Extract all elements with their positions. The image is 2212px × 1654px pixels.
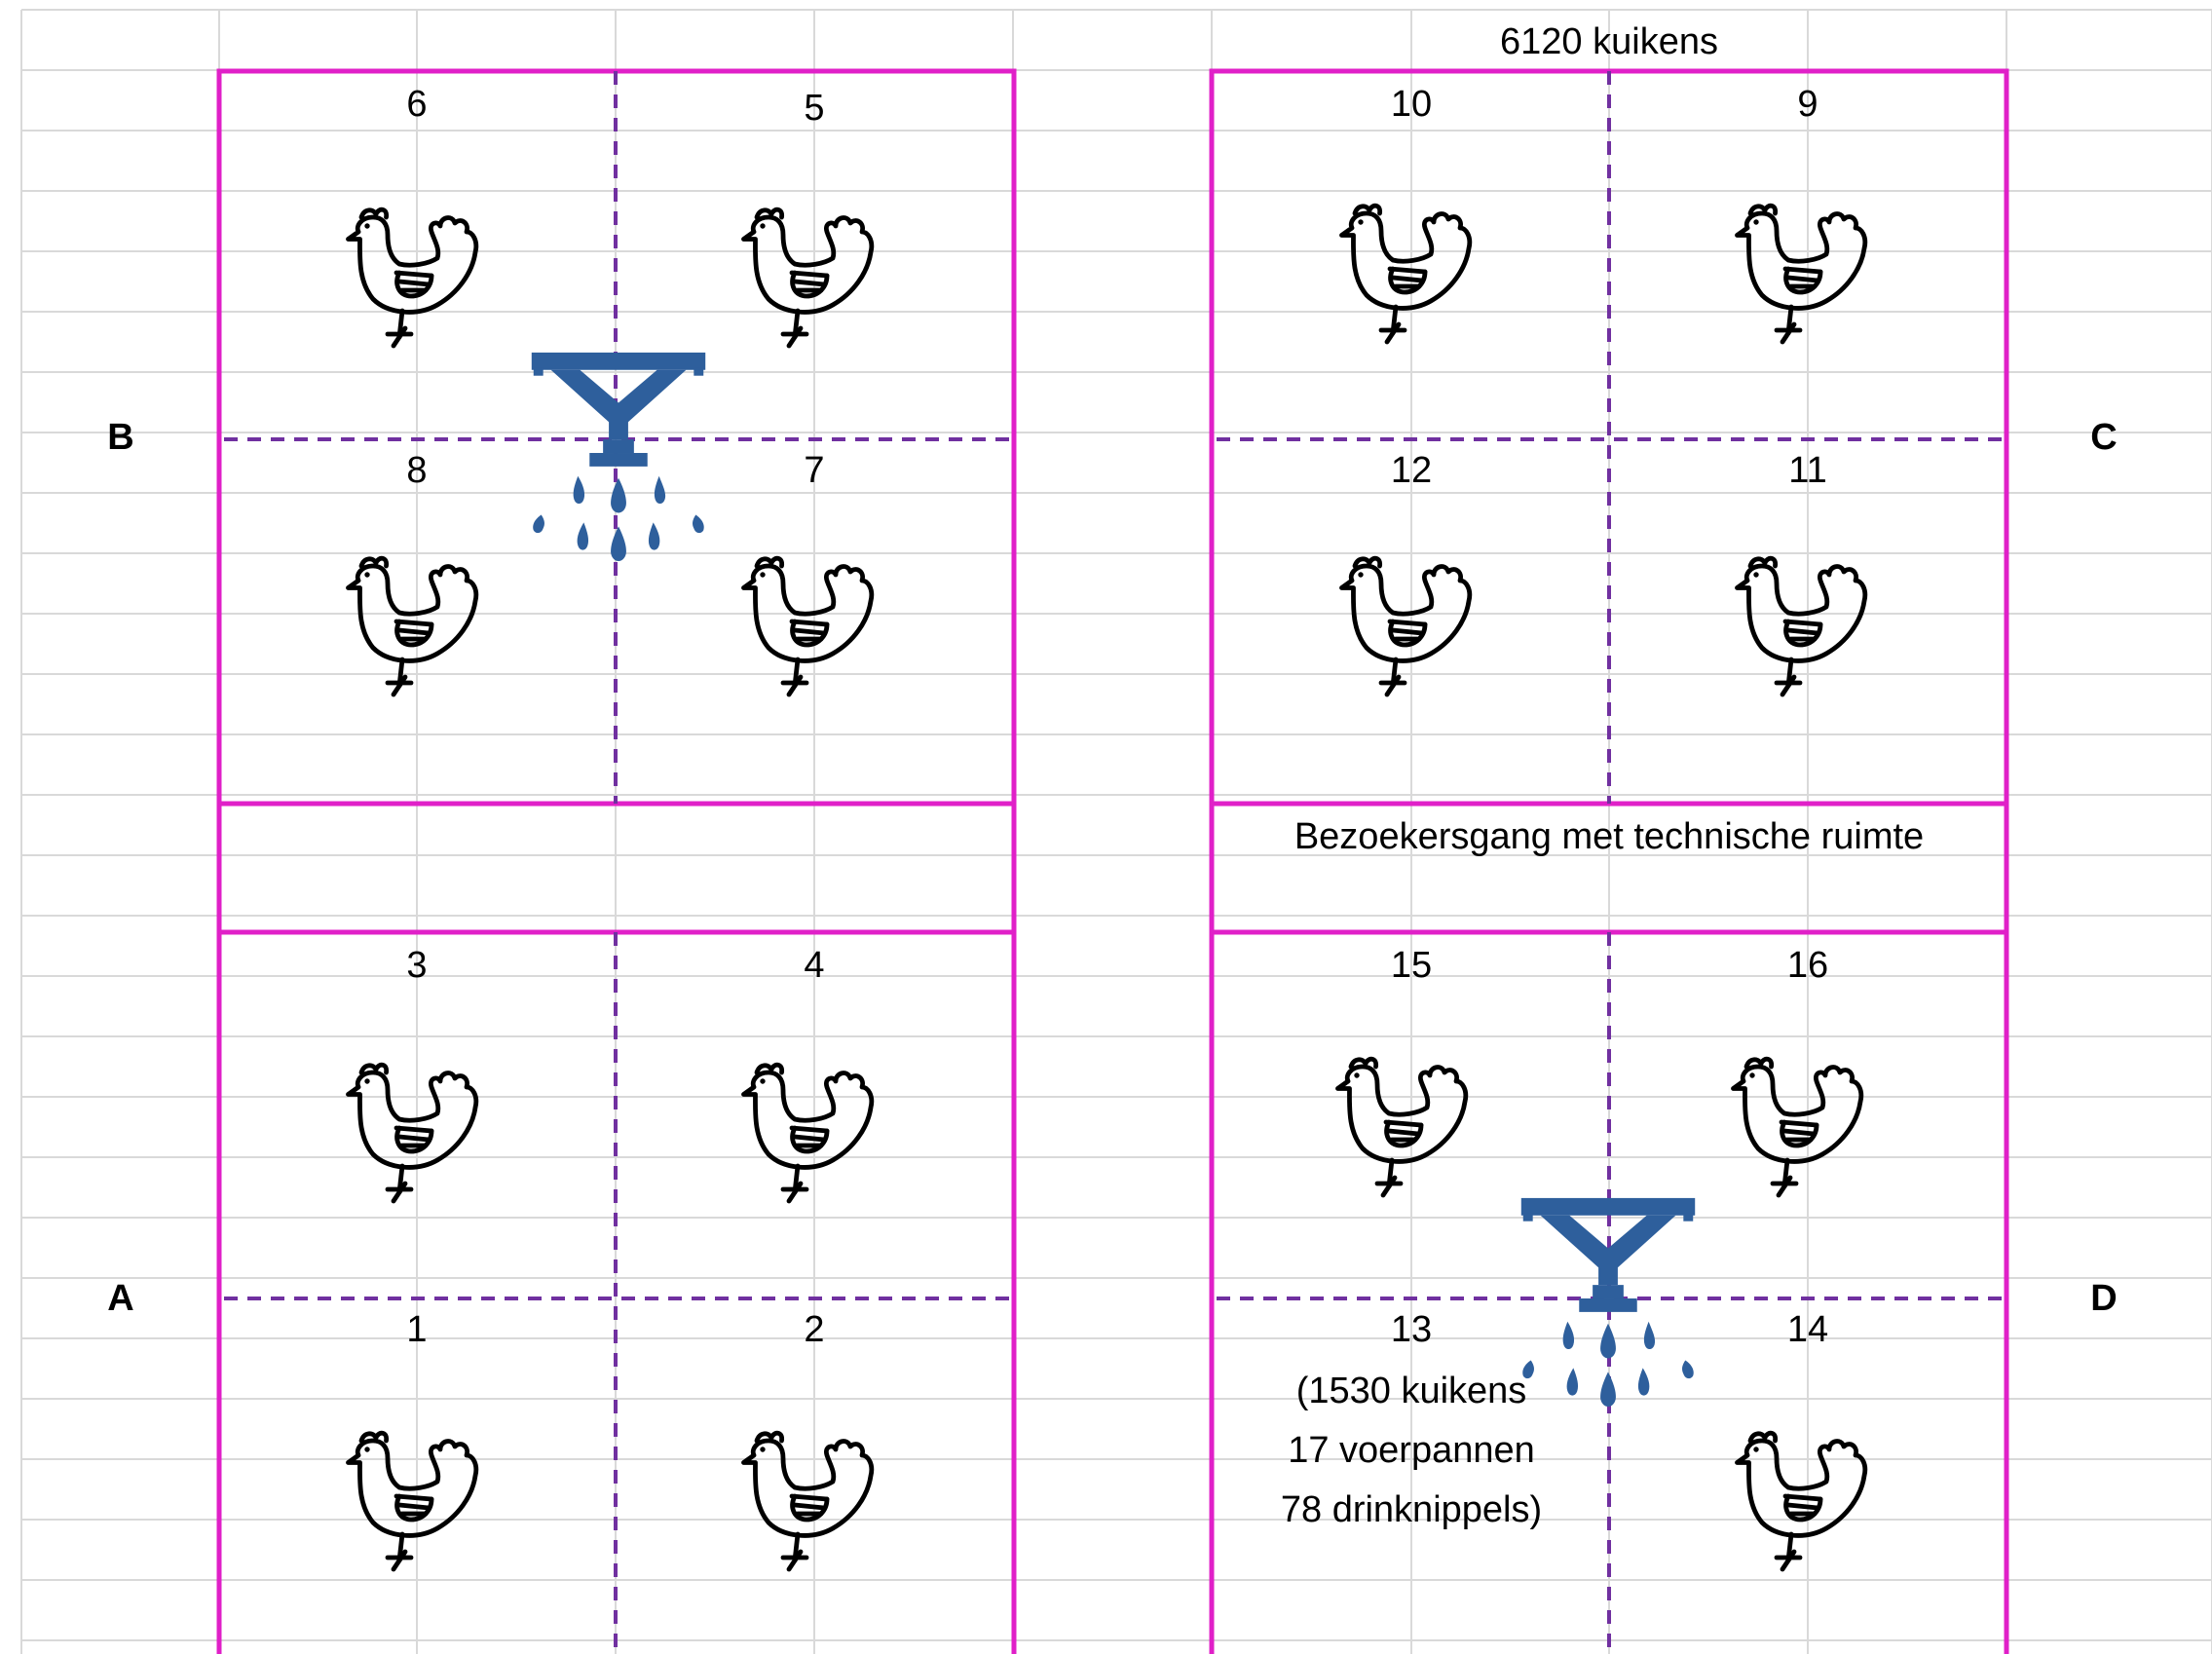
pen-7-label: 7 bbox=[804, 450, 825, 491]
chicken-icon bbox=[1338, 1059, 1466, 1195]
pen-13-label: 13 bbox=[1390, 1309, 1433, 1350]
pen-14-label: 14 bbox=[1786, 1309, 1829, 1350]
pen-16-label: 16 bbox=[1786, 945, 1829, 986]
pen-12-label: 12 bbox=[1390, 450, 1433, 491]
section-d-label: D bbox=[2090, 1278, 2118, 1319]
pen-2-label: 2 bbox=[804, 1309, 825, 1350]
chicken-icon bbox=[349, 1433, 476, 1569]
chicken-icon bbox=[349, 209, 476, 346]
chicken-icon bbox=[744, 1065, 872, 1201]
chicken-icon bbox=[744, 209, 872, 346]
sprinkler-icon bbox=[531, 352, 706, 562]
chicken-icon bbox=[1734, 1059, 1861, 1195]
pen-13-note-feeders: 17 voerpannen bbox=[1288, 1430, 1535, 1471]
pen-6-label: 6 bbox=[406, 84, 428, 125]
chicken-icon bbox=[1342, 206, 1470, 342]
pen-1-label: 1 bbox=[406, 1309, 428, 1350]
section-b-label: B bbox=[107, 417, 134, 458]
section-c-label: C bbox=[2090, 417, 2118, 458]
corridor-label: Bezoekersgang met technische ruimte bbox=[1293, 816, 1925, 857]
section-a-label: A bbox=[107, 1278, 134, 1319]
pen-4-label: 4 bbox=[804, 945, 825, 986]
chicken-icon bbox=[1738, 1433, 1865, 1569]
total-label: 6120 kuikens bbox=[1500, 21, 1718, 62]
chicken-icon bbox=[349, 1065, 476, 1201]
pen-5-label: 5 bbox=[804, 88, 825, 129]
pen-10-label: 10 bbox=[1390, 84, 1433, 125]
pen-13-note-nipples: 78 drinknippels) bbox=[1280, 1489, 1543, 1530]
pen-9-label: 9 bbox=[1797, 84, 1818, 125]
chicken-icon bbox=[744, 1433, 872, 1569]
pen-13-note-chicks: (1530 kuikens bbox=[1295, 1371, 1527, 1411]
pen-13-note: (1530 kuikens 17 voerpannen 78 drinknipp… bbox=[1281, 1362, 1542, 1540]
pen-11-label: 11 bbox=[1788, 450, 1827, 491]
pen-3-label: 3 bbox=[406, 945, 428, 986]
chicken-icon bbox=[1738, 206, 1865, 342]
pen-15-label: 15 bbox=[1390, 945, 1433, 986]
pen-8-label: 8 bbox=[406, 450, 428, 491]
